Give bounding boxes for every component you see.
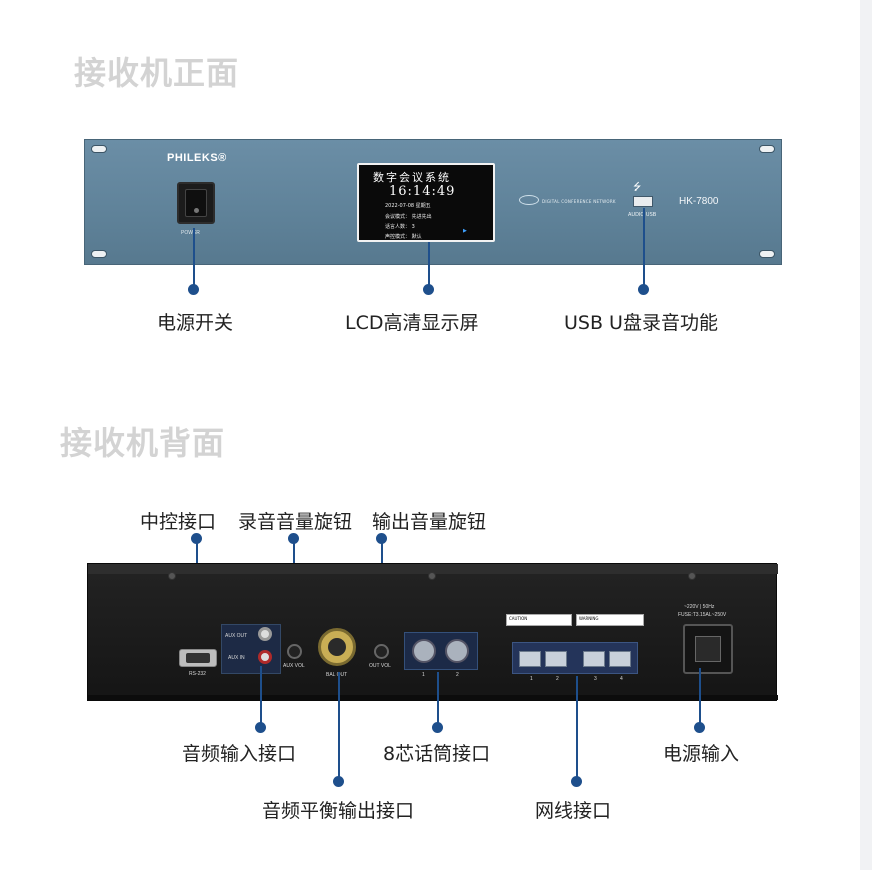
- callout-line: [338, 672, 340, 782]
- aux-vol-label: AUX VOL: [283, 663, 305, 669]
- arrow-icon: ▶: [463, 228, 467, 234]
- callout-line: [699, 668, 701, 726]
- front-panel-image: PHILEKS® POWER 数字会议系统 16:14:49 2022-07-0…: [84, 139, 782, 265]
- callout-dot: [188, 284, 199, 295]
- callout-line: [428, 242, 430, 290]
- callout-line: [576, 676, 578, 782]
- callout-usb: USB U盘录音功能: [564, 312, 718, 334]
- callout-balanced-out: 音频平衡输出接口: [262, 800, 415, 822]
- aux-in-label: AUX IN: [228, 655, 245, 661]
- front-section-title: 接收机正面: [74, 54, 240, 92]
- net-2-label: 2: [556, 676, 559, 682]
- callout-line: [193, 228, 195, 290]
- lcd-date: 2022-07-08 星期五: [385, 203, 431, 209]
- callout-dot: [638, 284, 649, 295]
- callout-dot: [694, 722, 705, 733]
- panel-bottom: [88, 695, 778, 700]
- panel-top-lip: [88, 564, 778, 574]
- warning-sticker: WARNING: [576, 614, 644, 626]
- callout-central-control: 中控接口: [140, 511, 217, 533]
- rack-hole: [759, 145, 775, 153]
- net-3-label: 3: [594, 676, 597, 682]
- fuse-label: FUSE:T3.15AL~250V: [678, 612, 727, 618]
- callout-dot: [423, 284, 434, 295]
- lcd-title: 数字会议系统: [373, 171, 451, 184]
- output-volume-knob: [374, 644, 389, 659]
- rs232-port: [179, 649, 217, 667]
- mic-2-label: 2: [456, 672, 459, 678]
- screw: [688, 572, 696, 580]
- network-port-2: [545, 651, 567, 667]
- lcd-time: 16:14:49: [389, 184, 456, 199]
- dcn-label: DIGITAL CONFERENCE NETWORK: [542, 199, 616, 204]
- network-port-3: [583, 651, 605, 667]
- callout-dot: [255, 722, 266, 733]
- page-edge-strip: [860, 0, 872, 870]
- out-vol-label: OUT VOL: [369, 663, 391, 669]
- callout-line: [437, 672, 439, 726]
- callout-line: [260, 666, 262, 726]
- callout-record-knob: 录音音量旋钮: [238, 511, 353, 533]
- rack-hole: [91, 145, 107, 153]
- callout-lcd: LCD高清显示屏: [345, 312, 479, 334]
- aux-volume-knob: [287, 644, 302, 659]
- mic-port-2: [445, 639, 469, 663]
- callout-dot: [571, 776, 582, 787]
- aux-out-label: AUX OUT: [225, 633, 248, 639]
- lcd-line-2: 话言人数： 3: [385, 224, 415, 230]
- usb-label: AUDIO USB: [628, 212, 657, 218]
- callout-dot: [333, 776, 344, 787]
- power-socket: [683, 624, 733, 674]
- lcd-screen: 数字会议系统 16:14:49 2022-07-08 星期五 会议模式： 先进先…: [357, 163, 495, 242]
- brand-logo: PHILEKS®: [167, 152, 227, 164]
- mic-port-plate: [404, 632, 478, 670]
- aux-plate: AUX OUT AUX IN: [221, 624, 281, 674]
- callout-power-switch: 电源开关: [157, 312, 234, 334]
- callout-output-knob: 输出音量旋钮: [372, 511, 487, 533]
- back-panel-image: RS-232 AUX OUT AUX IN AUX VOL BAL OUT OU…: [87, 563, 778, 701]
- mic-port-1: [412, 639, 436, 663]
- model-number: HK-7800: [679, 196, 719, 207]
- back-section-title: 接收机背面: [60, 424, 226, 462]
- lcd-line-3: 声控模式： 默认: [385, 234, 422, 240]
- caution-sticker: CAUTION: [506, 614, 572, 626]
- callout-mic-port: 8芯话筒接口: [383, 743, 491, 765]
- callout-power-in: 电源输入: [663, 743, 740, 765]
- rack-hole: [91, 250, 107, 258]
- rack-hole: [759, 250, 775, 258]
- callout-line: [643, 208, 645, 290]
- aux-in-jack: [258, 650, 272, 664]
- usb-port: [633, 196, 653, 207]
- network-logo-icon: [519, 195, 539, 205]
- network-port-1: [519, 651, 541, 667]
- voltage-label: ~220V | 50Hz: [684, 604, 715, 610]
- bal-out-label: BAL OUT: [326, 672, 348, 678]
- aux-out-jack: [258, 627, 272, 641]
- xlr-output-connector: [318, 628, 356, 666]
- callout-dot: [432, 722, 443, 733]
- usb-icon: ⭍: [633, 182, 642, 193]
- callout-audio-in: 音频输入接口: [182, 743, 297, 765]
- screw: [428, 572, 436, 580]
- power-label: POWER: [181, 230, 200, 236]
- power-switch: [177, 182, 215, 224]
- net-4-label: 4: [620, 676, 623, 682]
- lcd-line-1: 会议模式： 先进先出: [385, 214, 432, 220]
- callout-network: 网线接口: [535, 800, 612, 822]
- net-1-label: 1: [530, 676, 533, 682]
- rs232-label: RS-232: [189, 671, 206, 677]
- screw: [168, 572, 176, 580]
- mic-1-label: 1: [422, 672, 425, 678]
- network-port-4: [609, 651, 631, 667]
- network-port-plate: [512, 642, 638, 674]
